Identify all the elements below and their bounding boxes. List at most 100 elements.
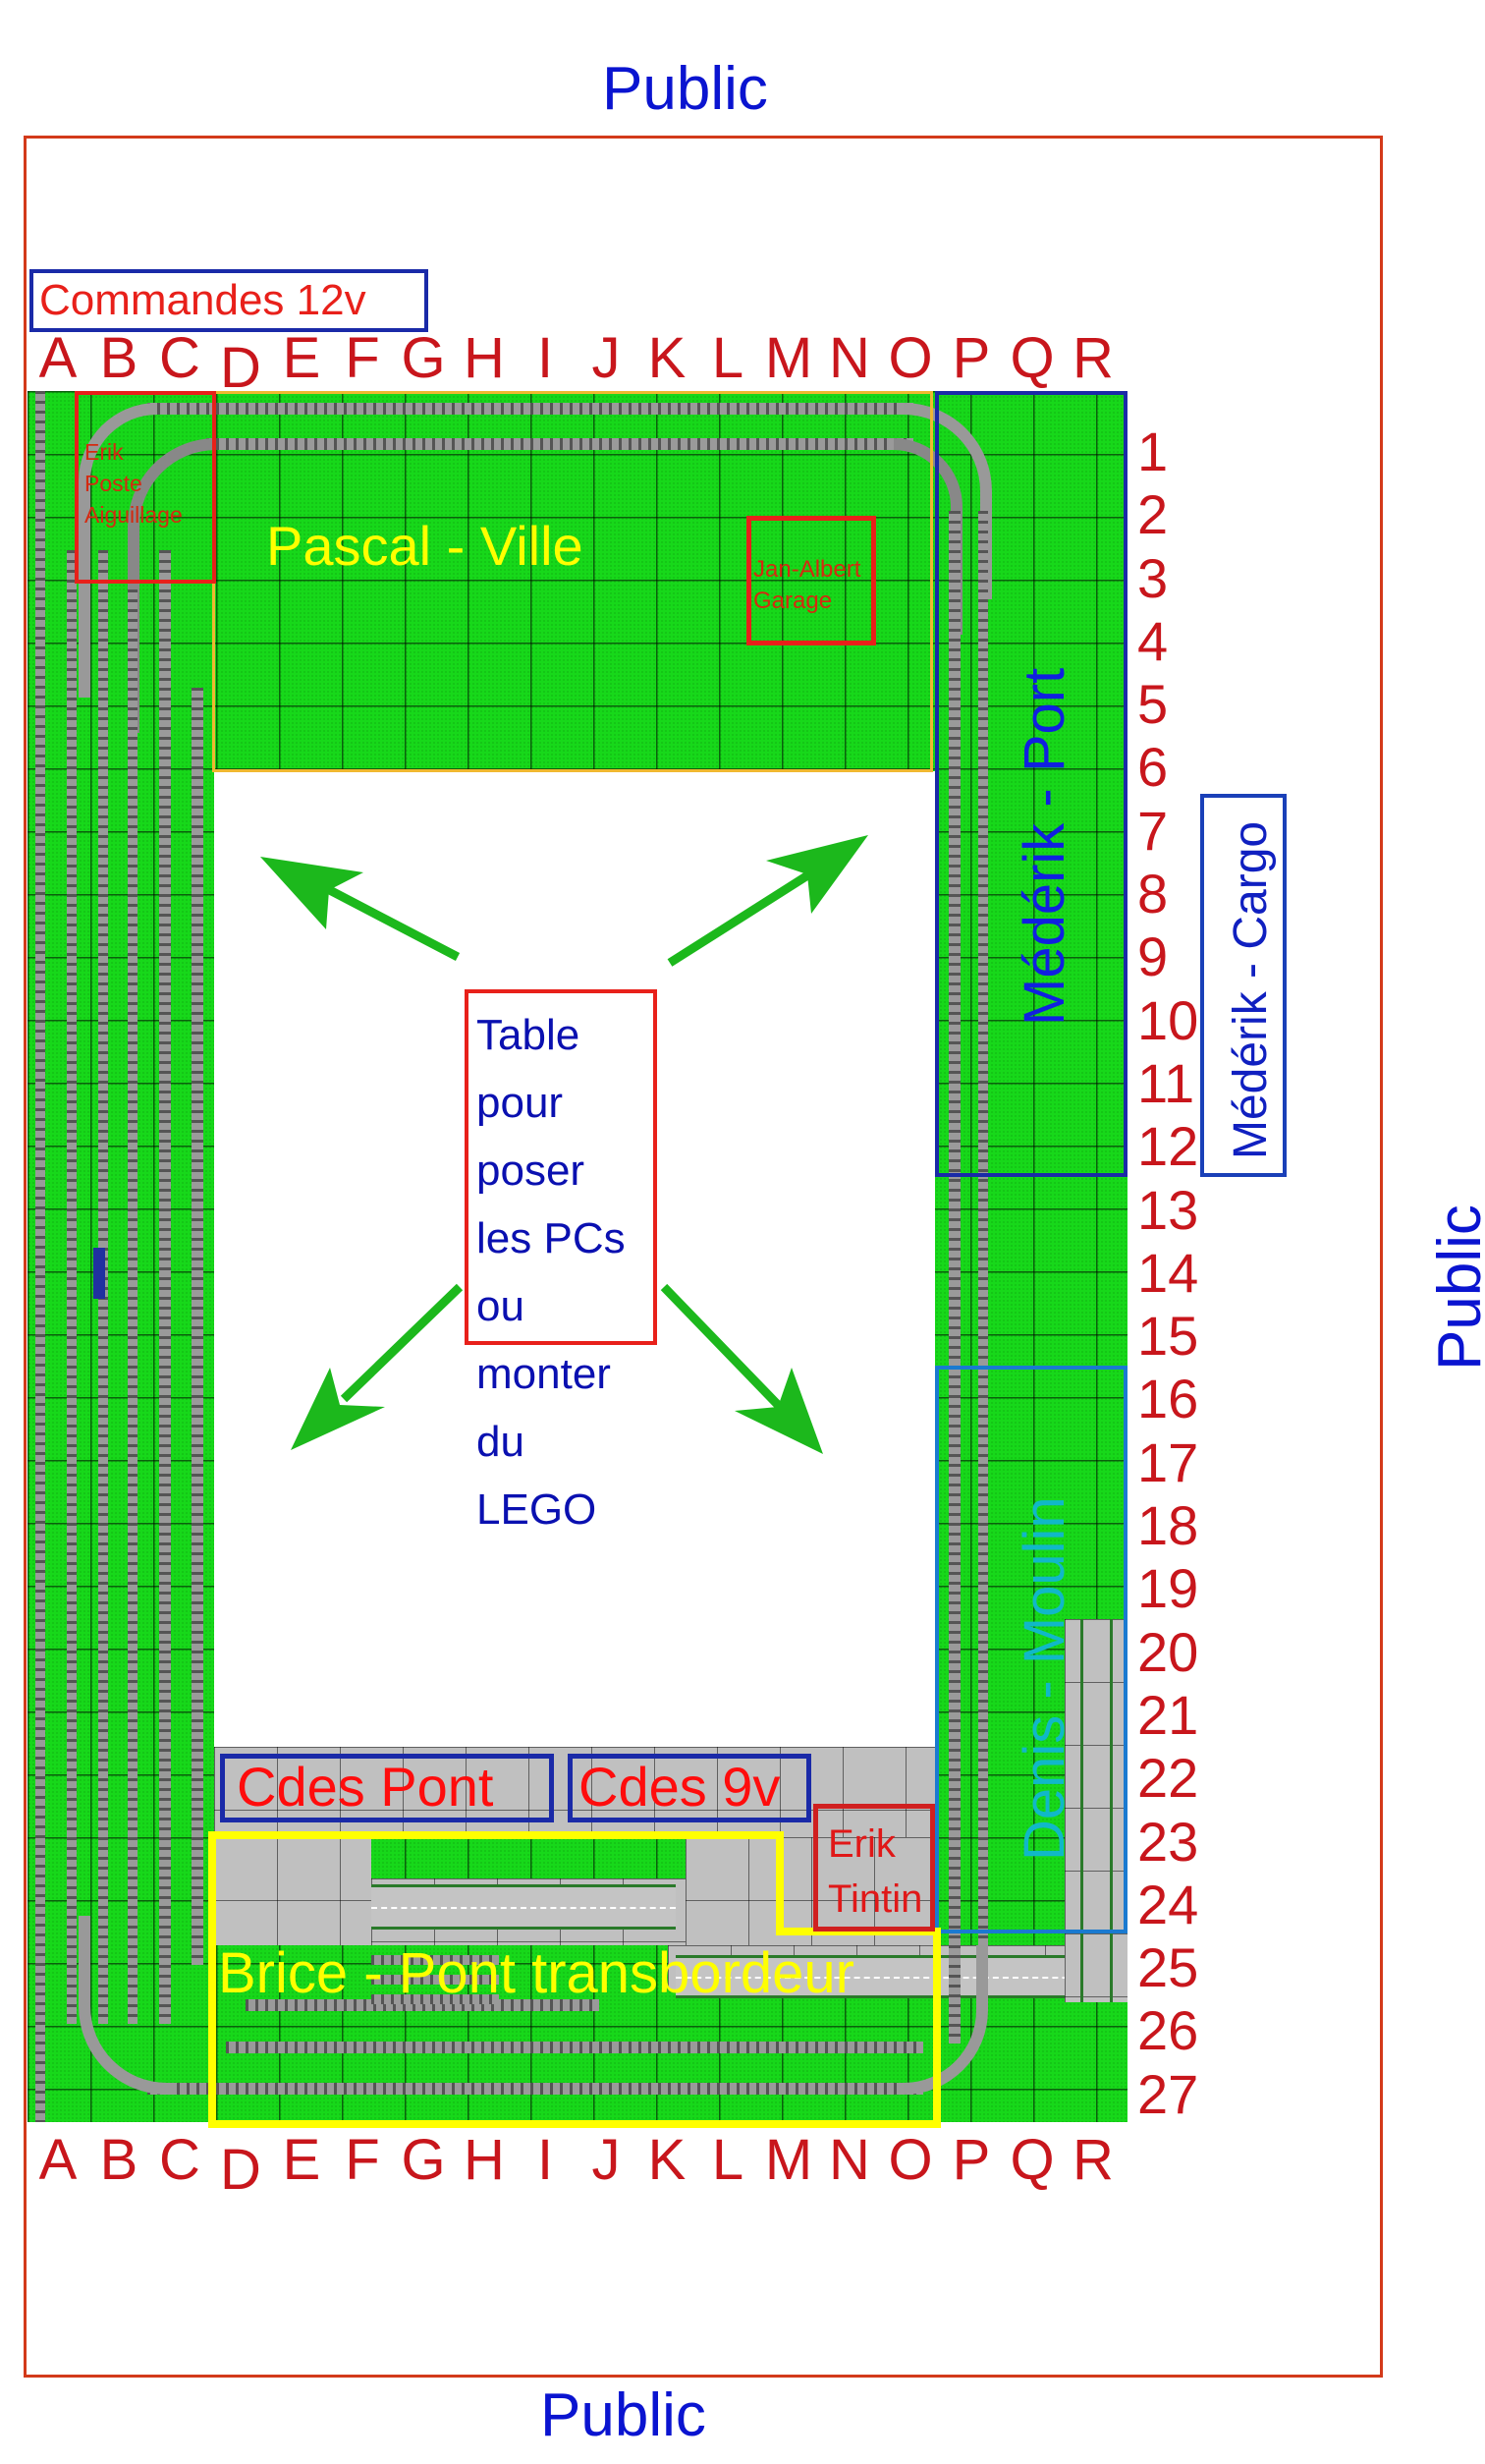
- col-label: I: [536, 326, 554, 390]
- track-left-4: [128, 589, 138, 2024]
- col-label: J: [591, 326, 621, 390]
- track-right-inner: [949, 511, 961, 2044]
- row-label: 4: [1137, 609, 1169, 672]
- column-labels-bottom: A B C D E F G H I J K L M N O P Q R: [28, 2132, 1128, 2199]
- brice-paved-left: [214, 1837, 371, 1945]
- row-label: 24: [1137, 1873, 1199, 1935]
- col-label: G: [401, 2128, 446, 2192]
- zone-erik-tintin-label: Erik Tintin: [828, 1822, 923, 1921]
- col-label: A: [38, 2128, 78, 2192]
- col-label: K: [647, 2128, 687, 2192]
- commandes-12v-box: Commandes 12v: [29, 269, 428, 332]
- track-left-1: [35, 391, 45, 2122]
- zone-denis-moulin: Denis - Moulin: [935, 1366, 1128, 1933]
- row-label: 19: [1137, 1557, 1199, 1620]
- zone-erik-tintin: Erik Tintin: [813, 1804, 935, 1932]
- zone-jan-albert-label: Jan-Albert Garage: [753, 556, 861, 614]
- public-label-right: Public: [1426, 1204, 1485, 1371]
- hall-border: [24, 136, 1383, 2378]
- road-edge: [1110, 1619, 1113, 2002]
- road-segment-2: [676, 1955, 1128, 1998]
- zone-jan-albert-garage: Jan-Albert Garage: [746, 516, 876, 645]
- row-label: 20: [1137, 1620, 1199, 1683]
- col-label: P: [952, 326, 991, 390]
- col-label: C: [159, 326, 200, 390]
- col-label: L: [711, 2128, 744, 2192]
- blue-wagon: [93, 1248, 105, 1299]
- row-label: 14: [1137, 1241, 1199, 1304]
- zone-brice-outline: [208, 1831, 941, 2128]
- col-label: E: [282, 2128, 321, 2192]
- col-label: R: [1072, 326, 1114, 390]
- row-label: 15: [1137, 1305, 1199, 1368]
- row-label: 18: [1137, 1494, 1199, 1557]
- track-stub-2: [371, 1975, 499, 1985]
- col-label: C: [159, 2128, 200, 2192]
- col-label: K: [647, 326, 687, 390]
- arrows: [260, 835, 868, 1454]
- col-label: G: [401, 326, 446, 390]
- row-label: 17: [1137, 1430, 1199, 1493]
- row-label: 11: [1137, 1051, 1195, 1114]
- track-bottom-outer: [147, 2083, 923, 2095]
- track-left-2: [67, 550, 77, 2024]
- row-label: 5: [1137, 673, 1169, 736]
- col-label: O: [888, 326, 933, 390]
- track-right-outer: [978, 511, 988, 1985]
- track-top-outer: [147, 403, 913, 415]
- row-label: 3: [1137, 546, 1169, 609]
- col-label: B: [99, 326, 138, 390]
- col-label: F: [345, 2128, 380, 2192]
- table-box: Table pour poser les PCs ou monter du LE…: [465, 989, 657, 1534]
- col-label: I: [536, 2128, 554, 2192]
- col-label: D: [220, 336, 261, 400]
- row-label: 6: [1137, 736, 1169, 799]
- brice-paved-right: [686, 1837, 935, 1945]
- zone-erik-poste-label: Erik Poste Aiguillage: [84, 439, 183, 528]
- column-labels-top: A B C D E F G H I J K L M N O P Q R: [28, 330, 1128, 397]
- zone-pascal-ville: Pascal - Ville: [212, 391, 933, 772]
- track-top-inner: [206, 438, 913, 450]
- zone-mederik-port-label: Médérik - Port: [1013, 667, 1076, 1026]
- row-label: 13: [1137, 1178, 1199, 1241]
- row-labels: 1 2 3 4 5 6 7 8 9 10 11 12 13 14 15 16 1…: [1137, 423, 1216, 2130]
- zone-mederik-cargo-label: Médérik - Cargo: [1225, 820, 1277, 1159]
- col-label: M: [764, 2128, 813, 2192]
- col-label: M: [764, 326, 813, 390]
- row-label: 12: [1137, 1115, 1199, 1178]
- zone-cdes-pont: Cdes Pont: [220, 1754, 554, 1822]
- track-left-6: [192, 688, 203, 1965]
- row-label: 27: [1137, 2062, 1199, 2125]
- row-label: 26: [1137, 1999, 1199, 2062]
- row-label: 22: [1137, 1747, 1199, 1810]
- col-label: H: [464, 2128, 505, 2192]
- row-label: 10: [1137, 988, 1199, 1051]
- col-label: J: [591, 2128, 621, 2192]
- row-label: 9: [1137, 925, 1169, 988]
- row-label: 2: [1137, 483, 1169, 546]
- col-label: H: [464, 326, 505, 390]
- road-segment: [371, 1884, 676, 1930]
- public-label-top: Public: [602, 55, 768, 123]
- road-edge: [1080, 1619, 1083, 2002]
- col-label: B: [99, 2128, 138, 2192]
- denis-road: [1065, 1619, 1128, 2002]
- track-stub-3: [371, 1994, 499, 2004]
- track-bottom-inner: [226, 2042, 923, 2053]
- col-label: A: [38, 326, 78, 390]
- track-left-5: [159, 550, 171, 2024]
- col-label: N: [829, 2128, 870, 2192]
- col-label: F: [345, 326, 380, 390]
- zone-brice-label: Brice - Pont transbordeur: [218, 1941, 854, 2005]
- row-label: 7: [1137, 799, 1169, 862]
- zone-mederik-cargo: Médérik - Cargo: [1200, 794, 1287, 1177]
- zone-denis-moulin-label: Denis - Moulin: [1013, 1496, 1076, 1861]
- col-label: R: [1072, 2128, 1114, 2192]
- zone-cdes-9v: Cdes 9v: [568, 1754, 811, 1822]
- col-label: P: [952, 2128, 991, 2192]
- col-label: N: [829, 326, 870, 390]
- row-label: 21: [1137, 1683, 1199, 1746]
- row-label: 23: [1137, 1810, 1199, 1873]
- zone-mederik-port: Médérik - Port: [935, 391, 1128, 1177]
- zone-pascal-label: Pascal - Ville: [266, 515, 583, 577]
